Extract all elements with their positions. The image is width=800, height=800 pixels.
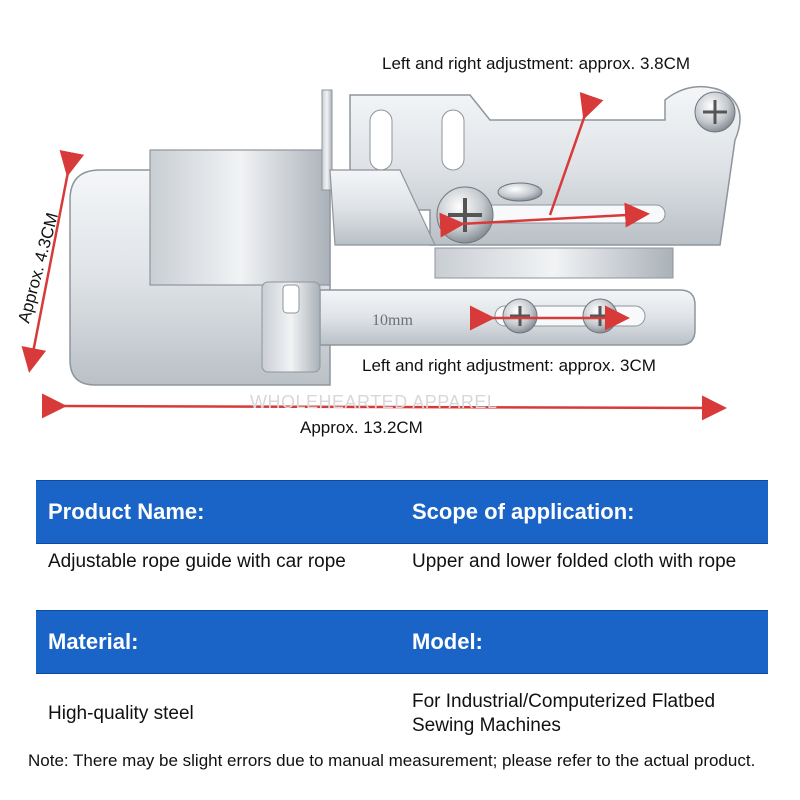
plate-engraving: 10mm [372,312,413,329]
folder-guide [329,169,436,246]
product-name-label: Product Name: [48,499,205,524]
product-illustration: 10mm [14,54,741,437]
top-adjustment-label: Left and right adjustment: approx. 3.8CM [382,54,691,73]
screw-icon [436,186,494,244]
spec-value-row-1: Adjustable rope guide with car rope Uppe… [36,544,768,610]
screw-icon [502,298,538,334]
material-value: High-quality steel [48,703,194,724]
screw-icon [582,298,618,334]
material-label: Material: [48,629,139,654]
rope-guide-drawing: 10mm [21,85,741,421]
spec-header-row-2: Material: Model: [36,610,768,674]
vertical-post [321,89,333,191]
base-plate [69,149,331,386]
spec-value-row-2: High-quality steel For Industrial/Comput… [36,674,768,754]
model-label: Model: [412,629,483,654]
scope-value: Upper and lower folded cloth with rope [412,551,737,572]
rope-tube [261,281,321,373]
scope-label: Scope of application: [412,499,635,524]
screw-icon [497,182,543,202]
measurement-note: Note: There may be slight errors due to … [28,751,756,770]
width-dimension-label: Approx. 13.2CM [300,418,423,437]
arrow-icon [21,91,727,421]
watermark: WHOLEHEARTED APPAREL [250,392,498,412]
spec-table: Product Name: Scope of application: Adju… [36,480,768,754]
model-value: For Industrial/Computerized Flatbed Sewi… [412,691,716,736]
middle-adjustment-label: Left and right adjustment: approx. 3CM [362,356,656,375]
screw-icon [694,91,736,133]
product-name-value: Adjustable rope guide with car rope [48,551,346,572]
upper-adjustment-plate [349,85,741,279]
spec-header-row-1: Product Name: Scope of application: [36,480,768,544]
